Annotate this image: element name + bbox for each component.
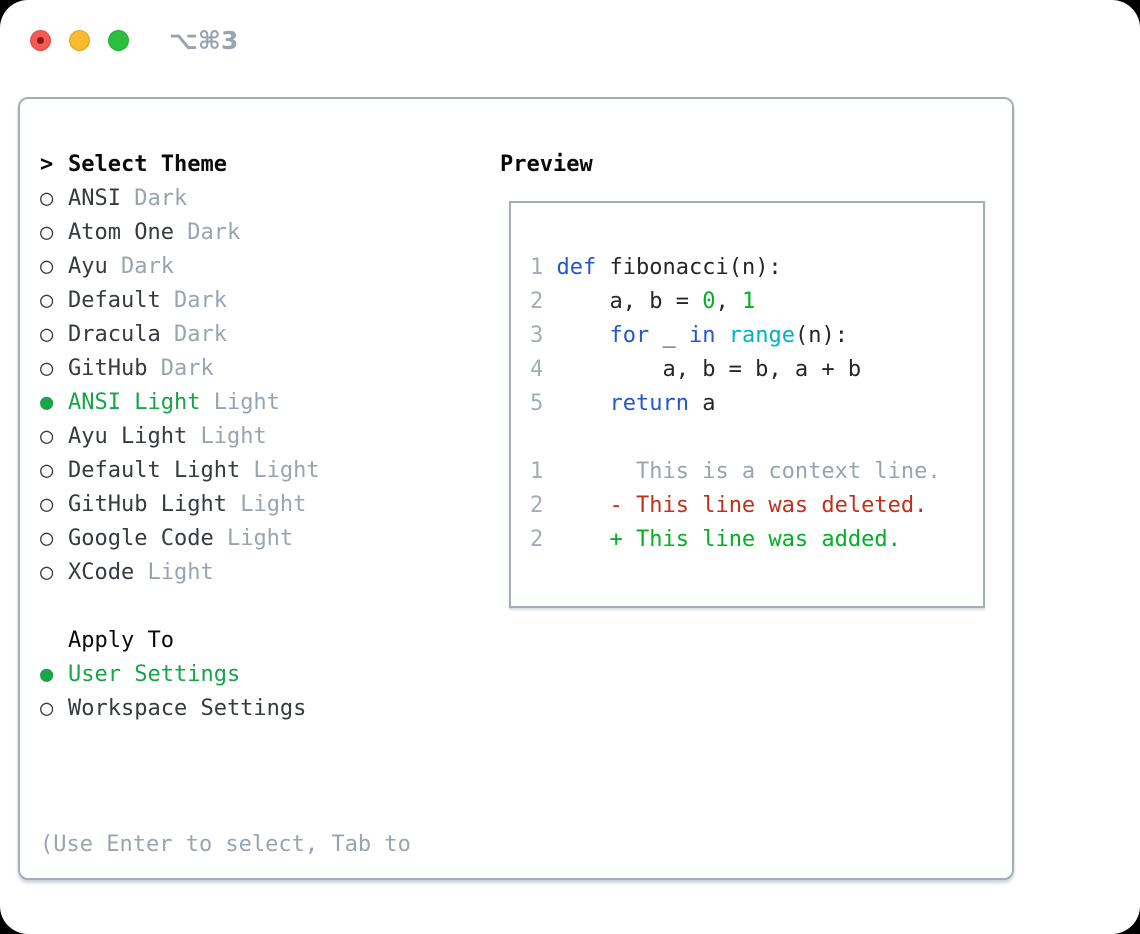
select-theme-title: Select Theme bbox=[68, 152, 227, 177]
option-variant-label: Dark bbox=[173, 220, 241, 245]
theme-option-ansi-light[interactable]: ● ANSI Light Light bbox=[40, 386, 490, 420]
line-number: 3 bbox=[530, 323, 557, 348]
option-label: ANSI Light bbox=[68, 390, 201, 415]
theme-option-atom-one[interactable]: ○ Atom One Dark bbox=[40, 216, 490, 250]
option-variant-label: Light bbox=[134, 560, 214, 585]
prompt-icon: > bbox=[40, 152, 54, 177]
help-text: (Use Enter to select, Tab to change focu… bbox=[40, 760, 490, 934]
option-variant-label: Light bbox=[187, 424, 267, 449]
option-label: Default bbox=[68, 288, 161, 313]
line-number: 1 bbox=[530, 459, 557, 484]
radio-icon: ○ bbox=[40, 220, 54, 245]
theme-list: ○ ANSI Dark ○ Atom One Dark ○ Ayu Dark ○ Defaul… bbox=[40, 182, 490, 590]
code-line: 5 return a bbox=[530, 391, 716, 416]
apply-to-list: ● User Settings ○ Workspace Settings bbox=[40, 658, 490, 726]
radio-icon: ○ bbox=[40, 186, 54, 211]
radio-icon: ○ bbox=[40, 696, 54, 721]
option-label: GitHub Light bbox=[68, 492, 227, 517]
line-number: 2 bbox=[530, 527, 557, 552]
code-line bbox=[530, 421, 983, 455]
help-line-1: (Use Enter to select, Tab to bbox=[40, 832, 411, 857]
close-button[interactable] bbox=[30, 30, 51, 51]
code-line: 2 + This line was added. bbox=[530, 527, 901, 552]
window-title: ⌥⌘3 bbox=[169, 26, 239, 55]
radio-selected-icon: ● bbox=[40, 390, 54, 415]
code-line: 3 for _ in range(n): bbox=[530, 323, 848, 348]
option-label: Ayu bbox=[68, 254, 108, 279]
theme-option-dracula[interactable]: ○ Dracula Dark bbox=[40, 318, 490, 352]
theme-option-github-light[interactable]: ○ GitHub Light Light bbox=[40, 488, 490, 522]
option-label: Ayu Light bbox=[68, 424, 188, 449]
radio-icon: ○ bbox=[40, 458, 54, 483]
code-line: 2 a, b = 0, 1 bbox=[530, 289, 756, 314]
radio-icon: ○ bbox=[40, 424, 54, 449]
option-variant-label: Light bbox=[226, 492, 307, 517]
theme-option-ayu[interactable]: ○ Ayu Dark bbox=[40, 250, 490, 284]
theme-picker-panel: > Select Theme ○ANSI Dark○Atom One Dark○… bbox=[18, 97, 1014, 880]
option-variant-label: Light bbox=[213, 526, 294, 551]
select-theme-header: > Select Theme bbox=[40, 148, 490, 182]
apply-option-user-settings[interactable]: ● User Settings bbox=[40, 658, 490, 692]
option-variant-label: Dark bbox=[120, 186, 188, 211]
option-label: Atom One bbox=[68, 220, 174, 245]
option-variant-label: Dark bbox=[160, 322, 227, 347]
line-number: 5 bbox=[530, 391, 557, 416]
option-label: User Settings bbox=[68, 662, 241, 687]
option-label: Default Light bbox=[68, 458, 241, 483]
radio-icon: ○ bbox=[40, 322, 54, 347]
theme-option-xcode[interactable]: ○ XCode Light bbox=[40, 556, 490, 590]
option-variant-label: Dark bbox=[107, 254, 174, 279]
radio-icon: ○ bbox=[40, 492, 54, 517]
code-line: 1 This is a context line. bbox=[530, 459, 941, 484]
apply-to-title: Apply To bbox=[68, 628, 174, 653]
line-number: 2 bbox=[530, 493, 557, 518]
theme-option-ansi[interactable]: ○ ANSI Dark bbox=[40, 182, 490, 216]
option-label: XCode bbox=[68, 560, 135, 585]
theme-column: > Select Theme ○ANSI Dark○Atom One Dark○… bbox=[40, 148, 490, 934]
radio-icon: ○ bbox=[40, 288, 54, 313]
radio-icon: ○ bbox=[40, 356, 54, 381]
code-preview: 1 def fibonacci(n): 2 a, b = 0, 1 3 for _ … bbox=[511, 203, 983, 557]
theme-option-google-code[interactable]: ○ Google Code Light bbox=[40, 522, 490, 556]
option-label: ANSI bbox=[68, 186, 121, 211]
theme-option-default[interactable]: ○ Default Dark bbox=[40, 284, 490, 318]
titlebar: ⌥⌘3 bbox=[30, 26, 238, 55]
preview-box: 1 def fibonacci(n): 2 a, b = 0, 1 3 for _ … bbox=[509, 201, 985, 608]
help-line-2: change focus) bbox=[40, 930, 490, 934]
theme-option-github[interactable]: ○ GitHub Dark bbox=[40, 352, 490, 386]
option-variant-label: Light bbox=[240, 458, 320, 483]
maximize-button[interactable] bbox=[108, 30, 129, 51]
option-variant-label: Dark bbox=[160, 288, 227, 313]
radio-icon: ○ bbox=[40, 254, 54, 279]
close-dot-icon bbox=[37, 37, 44, 44]
line-number: 2 bbox=[530, 289, 557, 314]
radio-selected-icon: ● bbox=[40, 662, 54, 687]
code-line: 4 a, b = b, a + b bbox=[530, 357, 862, 382]
option-label: GitHub bbox=[68, 356, 148, 381]
line-number: 1 bbox=[530, 255, 557, 280]
spacer bbox=[40, 726, 490, 760]
theme-option-default-light[interactable]: ○ Default Light Light bbox=[40, 454, 490, 488]
option-variant-label: Light bbox=[200, 390, 280, 415]
apply-to-header: Apply To bbox=[40, 624, 490, 658]
radio-icon: ○ bbox=[40, 560, 54, 585]
line-number: 4 bbox=[530, 357, 557, 382]
radio-icon: ○ bbox=[40, 526, 54, 551]
code-line: 1 def fibonacci(n): bbox=[530, 255, 782, 280]
code-line: 2 - This line was deleted. bbox=[530, 493, 928, 518]
spacer bbox=[40, 590, 490, 624]
apply-option-workspace-settings[interactable]: ○ Workspace Settings bbox=[40, 692, 490, 726]
option-label: Google Code bbox=[68, 526, 214, 551]
option-label: Dracula bbox=[68, 322, 161, 347]
theme-option-ayu-light[interactable]: ○ Ayu Light Light bbox=[40, 420, 490, 454]
minimize-button[interactable] bbox=[69, 30, 90, 51]
option-label: Workspace Settings bbox=[68, 696, 307, 721]
preview-title: Preview bbox=[500, 152, 593, 177]
option-variant-label: Dark bbox=[147, 356, 214, 381]
